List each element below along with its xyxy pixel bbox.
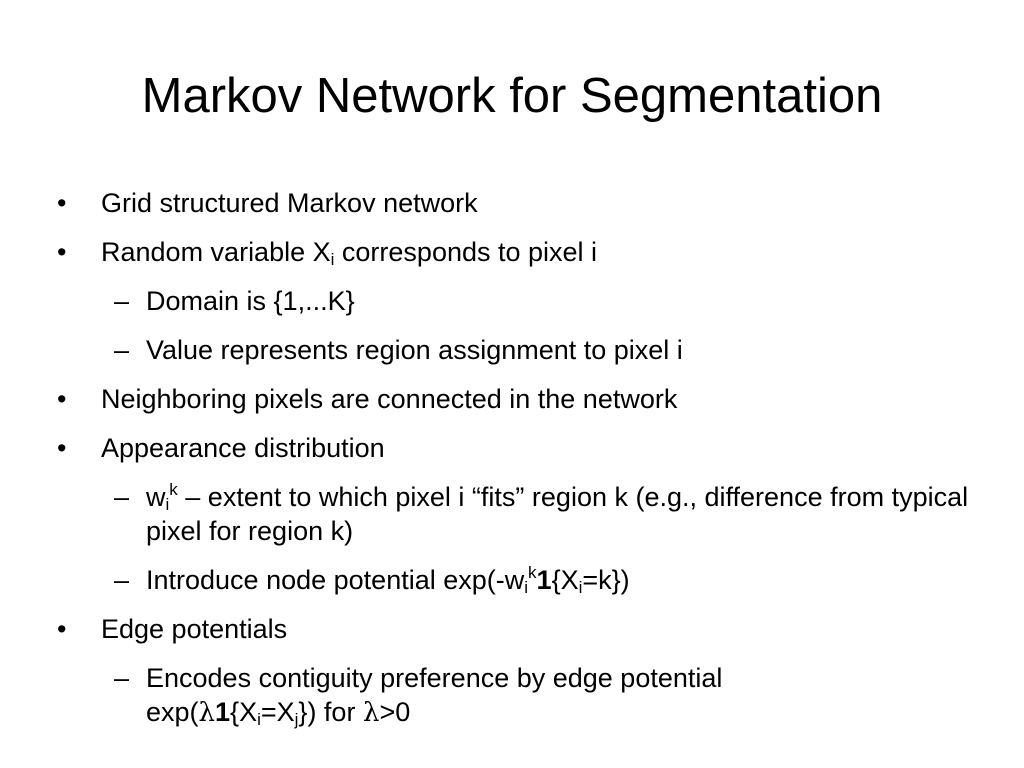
bullet-list: • Grid structured Markov network • Rando… bbox=[52, 186, 972, 730]
bullet-item-edge-potentials: • Edge potentials bbox=[52, 612, 972, 646]
sub-item-text: Value represents region assignment to pi… bbox=[146, 335, 683, 365]
lambda-symbol: λ bbox=[362, 698, 380, 728]
sub-item-contiguity: – Encodes contiguity preference by edge … bbox=[52, 661, 972, 730]
dash-marker: – bbox=[114, 565, 130, 595]
bullet-text: Appearance distribution bbox=[101, 433, 385, 463]
bullet-item-neighboring: • Neighboring pixels are connected in th… bbox=[52, 382, 972, 416]
bullet-marker: • bbox=[57, 614, 67, 644]
sub-item-text: Encodes contiguity preference by edge po… bbox=[146, 663, 723, 729]
lambda-symbol: λ bbox=[198, 698, 216, 728]
dash-marker: – bbox=[114, 286, 130, 316]
bullet-item-grid: • Grid structured Markov network bbox=[52, 186, 972, 220]
dash-marker: – bbox=[114, 335, 130, 365]
sub-item-text: Introduce node potential exp(-wik1{Xi=k}… bbox=[146, 563, 630, 597]
slide-title: Markov Network for Segmentation bbox=[141, 69, 883, 123]
bullet-marker: • bbox=[57, 433, 67, 463]
bullet-text: Edge potentials bbox=[101, 614, 288, 644]
sub-item-value: – Value represents region assignment to … bbox=[52, 333, 972, 367]
bullet-text: Neighboring pixels are connected in the … bbox=[101, 384, 678, 414]
bullet-marker: • bbox=[57, 188, 67, 218]
bullet-text: Grid structured Markov network bbox=[101, 188, 478, 218]
sub-item-text: wik – extent to which pixel i “fits” reg… bbox=[146, 480, 969, 546]
dash-marker: – bbox=[114, 663, 130, 693]
bullet-marker: • bbox=[57, 384, 67, 414]
dash-marker: – bbox=[114, 482, 130, 512]
bullet-text: Random variable Xi corresponds to pixel … bbox=[101, 237, 598, 269]
bullet-marker: • bbox=[57, 237, 67, 267]
sub-item-node-potential: – Introduce node potential exp(-wik1{Xi=… bbox=[52, 563, 972, 597]
sub-item-text: Domain is {1,...K} bbox=[146, 286, 355, 316]
bullet-item-appearance: • Appearance distribution bbox=[52, 431, 972, 465]
sub-item-extent: – wik – extent to which pixel i “fits” r… bbox=[52, 480, 972, 548]
bullet-item-random-variable: • Random variable Xi corresponds to pixe… bbox=[52, 235, 972, 269]
sub-item-domain: – Domain is {1,...K} bbox=[52, 284, 972, 318]
